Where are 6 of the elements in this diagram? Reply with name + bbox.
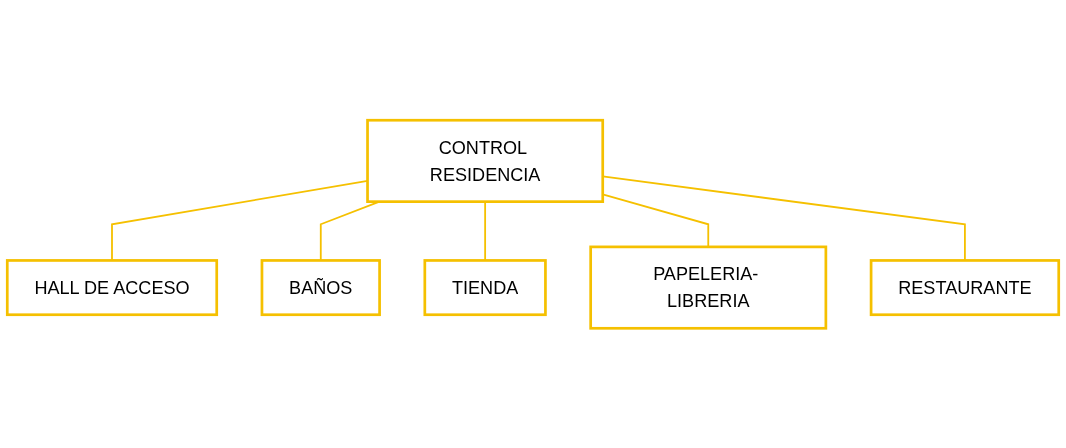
node-box: TIENDA <box>423 258 547 316</box>
node-box: HALL DE ACCESO <box>5 258 219 316</box>
node-box: PAPELERIA- LIBRERIA <box>589 245 828 330</box>
node-box: CONTROL RESIDENCIA <box>366 118 605 203</box>
node-box: RESTAURANTE <box>869 258 1061 316</box>
node-box: BAÑOS <box>260 258 381 316</box>
